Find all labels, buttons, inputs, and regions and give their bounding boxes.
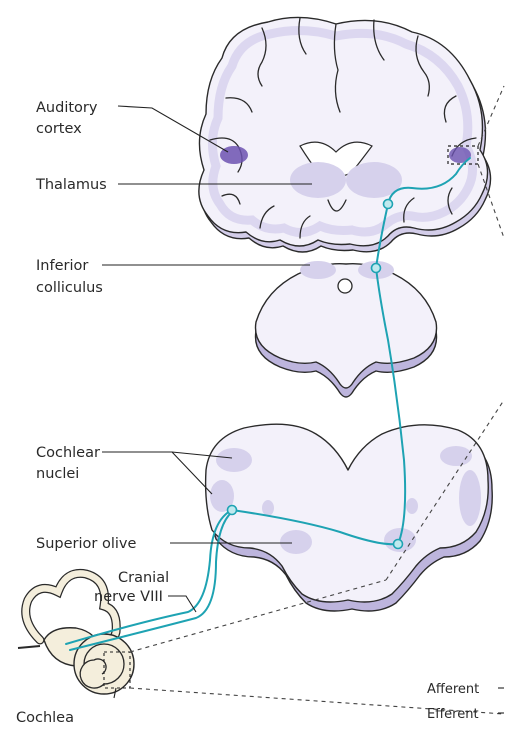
cochlear-nucleus-left-dorsal [216,448,252,472]
label-cochlear-nuclei-2: nuclei [36,466,79,482]
label-inferior-colliculus-2: colliculus [36,280,103,296]
relay-node-inferior-colliculus [372,264,381,273]
label-afferent: Afferent [427,682,479,697]
thalamus-region [290,162,346,198]
relay-node-superior-olive [394,540,403,549]
inferior-colliculus-left-region [300,261,336,279]
relay-node-cochlear-nucleus [228,506,237,515]
auditory-cortex-left-region [220,146,248,164]
label-auditory-cortex-1: Auditory [36,100,98,116]
label-efferent: Efferent [427,707,479,722]
brain-coronal-section [199,17,491,252]
label-auditory-cortex-2: cortex [36,121,82,137]
label-cochlea: Cochlea [16,710,74,726]
label-cochlear-nuclei-1: Cochlear [36,445,100,461]
brainstem-section [206,424,493,611]
label-inferior-colliculus-1: Inferior [36,258,88,274]
cochlear-nucleus-right [459,470,481,526]
label-thalamus: Thalamus [35,177,107,193]
label-superior-olive: Superior olive [36,536,136,552]
label-cranial-nerve-1: Cranial [118,570,169,586]
superior-olive-left-region [280,530,312,554]
midbrain-section [256,261,437,397]
label-cranial-nerve-2: nerve VIII [94,589,163,605]
relay-node-thalamus [384,200,393,209]
